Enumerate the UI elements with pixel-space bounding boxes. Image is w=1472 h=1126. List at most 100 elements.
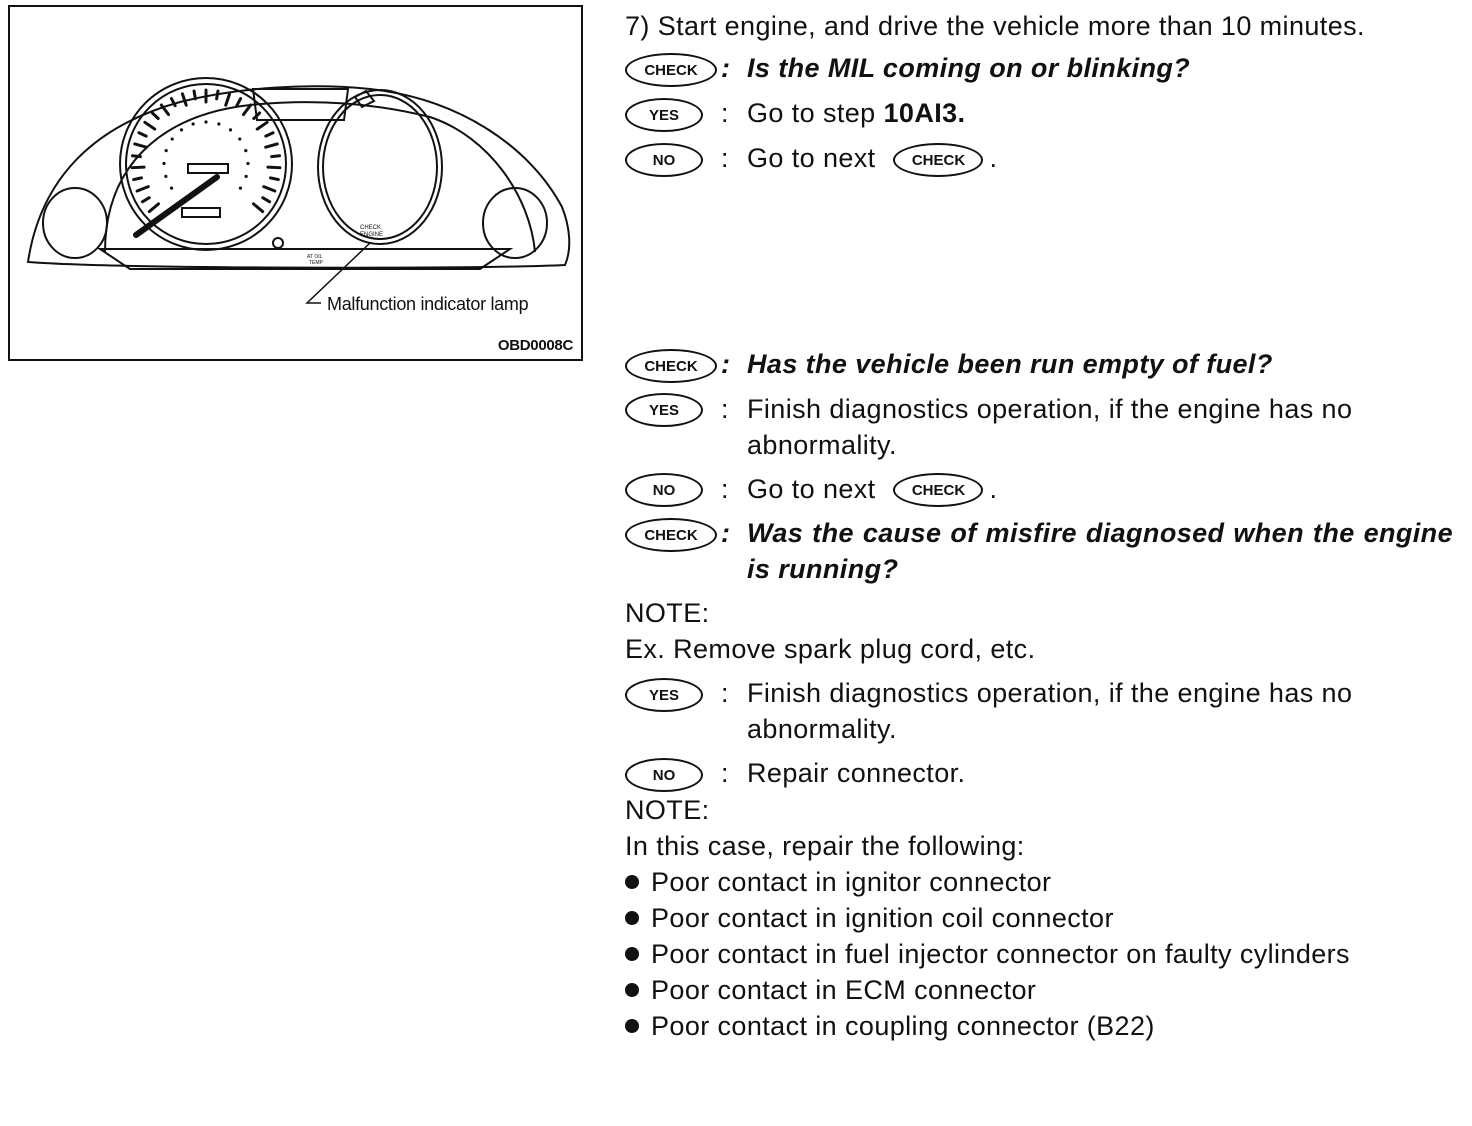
speedometer-tick (264, 131, 275, 138)
speedometer-tick (235, 97, 243, 108)
instrument-cluster-figure: CHECK ENGINE AT OIL TEMP Malfunction ind… (8, 5, 583, 361)
speedometer-tick (133, 142, 148, 149)
speedometer-tick (130, 154, 142, 159)
speedometer-tick (150, 111, 160, 121)
check-badge: CHECK (625, 518, 717, 553)
bullet-dot-icon (625, 875, 639, 890)
speedometer-inner-mark (246, 161, 250, 166)
speedometer-tick (251, 202, 265, 214)
speedometer-tick (215, 89, 220, 101)
step-reference: 10AI3. (883, 97, 966, 128)
yes-badge: YES (625, 393, 703, 428)
speedometer-tick (270, 154, 282, 159)
speedometer-inner-mark (162, 161, 166, 166)
trip-digits (181, 207, 221, 218)
oil-temp-label-line1: AT OIL (307, 254, 323, 260)
step-7-yes-row: YES : Go to step 10AI3. (625, 95, 1453, 132)
speedometer-tick (192, 89, 197, 101)
speedometer-tick (269, 176, 280, 182)
bullet-dot-icon (625, 1019, 639, 1034)
speedometer-tick (140, 196, 151, 204)
bullet-item: Poor contact in fuel injector connector … (625, 936, 1453, 972)
bullet-text: Poor contact in ignitor connector (651, 867, 1052, 898)
no-badge: NO (625, 758, 703, 793)
callout-label: Malfunction indicator lamp (327, 294, 529, 314)
speedometer-tick (143, 120, 157, 131)
bullet-item: Poor contact in ignition coil connector (625, 900, 1453, 936)
speedometer-tick (224, 92, 232, 107)
speedometer-tick (130, 165, 146, 170)
speedometer-inner-mark (179, 128, 184, 132)
colon: : (721, 473, 729, 504)
bullet-text: Poor contact in fuel injector connector … (651, 939, 1350, 970)
cluster-inner-rim (104, 101, 536, 253)
step-8-yes-row: YES : Finish diagnostics operation, if t… (625, 391, 1453, 463)
yes-answer-text: Go to step (747, 97, 884, 128)
procedure-text: 7) Start engine, and drive the vehicle m… (625, 8, 1453, 1044)
bullet-dot-icon (625, 911, 639, 926)
step-8-no-row: NO : Go to next CHECK. (625, 471, 1453, 508)
yes-answer: Finish diagnostics operation, if the eng… (747, 678, 1353, 745)
step-7-instruction: 7) Start engine, and drive the vehicle m… (625, 11, 1365, 41)
speedometer-inner-mark (191, 122, 195, 126)
colon: : (721, 348, 731, 379)
colon: : (721, 678, 729, 709)
inline-check-badge: CHECK (893, 142, 984, 177)
speedometer-inner-mark (204, 120, 208, 124)
bullet-item: Poor contact in coupling connector (B22) (625, 1008, 1453, 1044)
speedometer-tick (266, 165, 282, 170)
yes-answer: Go to step 10AI3. (747, 95, 1453, 131)
step-8-check-row: CHECK : Has the vehicle been run empty o… (625, 346, 1453, 383)
check-badge: CHECK (625, 52, 717, 87)
colon: : (721, 758, 729, 789)
speedometer-tick (241, 103, 253, 117)
note-text: Ex. Remove spark plug cord, etc. (625, 634, 1036, 665)
no-answer-text: Go to next (747, 473, 884, 504)
check-question: Has the vehicle been run empty of fuel? (747, 348, 1273, 379)
step-7-no-row: NO : Go to next CHECK. (625, 140, 1453, 177)
no-answer: Go to next CHECK. (747, 140, 1453, 177)
yes-answer: Finish diagnostics operation, if the eng… (747, 393, 1353, 460)
right-small-gauge (482, 187, 548, 259)
step-9-no-row: NO : Repair connector. (625, 755, 1453, 793)
speedometer-inner-mark (244, 174, 248, 178)
speedometer-tick (159, 103, 171, 117)
speedometer-tick (132, 176, 143, 182)
odometer-digits (187, 163, 229, 174)
step-9-yes-row: YES : Finish diagnostics operation, if t… (625, 675, 1453, 747)
bullet-text: Poor contact in ignition coil connector (651, 903, 1114, 934)
speedometer-inner-mark (170, 137, 174, 141)
speedometer-tick (262, 185, 277, 193)
colon: : (721, 518, 731, 549)
step-7-check-row: CHECK : Is the MIL coming on or blinking… (625, 50, 1453, 87)
note-label: NOTE: (625, 598, 710, 629)
inline-check-badge: CHECK (893, 473, 984, 508)
step-9-check-row: CHECK : Was the cause of misfire diagnos… (625, 515, 1453, 587)
speedometer-tick (255, 120, 269, 131)
speedometer-tick (147, 202, 161, 214)
speedometer-tick (135, 185, 150, 193)
check-badge: CHECK (625, 348, 717, 383)
speedometer-tick (180, 92, 188, 107)
speedometer-inner-mark (217, 122, 221, 126)
speedometer-tick (137, 131, 148, 138)
no-badge: NO (625, 473, 703, 508)
check-engine-label-line1: CHECK (360, 225, 381, 231)
check-question: Is the MIL coming on or blinking? (747, 53, 1191, 83)
note-label: NOTE: (625, 795, 710, 826)
note-intro: In this case, repair the following: (625, 831, 1025, 862)
speedometer-tick (169, 97, 177, 108)
no-answer: Repair connector. (747, 758, 966, 789)
speedometer-inner-mark (164, 174, 168, 178)
callout-leader-line (305, 242, 371, 304)
speedometer-tick (264, 142, 279, 149)
right-main-gauge-outer (317, 89, 443, 245)
speedometer-inner-mark (169, 186, 174, 190)
speedometer-inner-mark (244, 149, 248, 153)
cluster-lower-trim (96, 248, 514, 270)
speedometer-tick (252, 111, 262, 121)
speedometer-inner-mark (238, 137, 242, 141)
speedometer-inner-mark (228, 128, 233, 132)
speedometer-inner-mark (238, 186, 243, 190)
check-engine-label-line2: ENGINE (360, 232, 383, 238)
